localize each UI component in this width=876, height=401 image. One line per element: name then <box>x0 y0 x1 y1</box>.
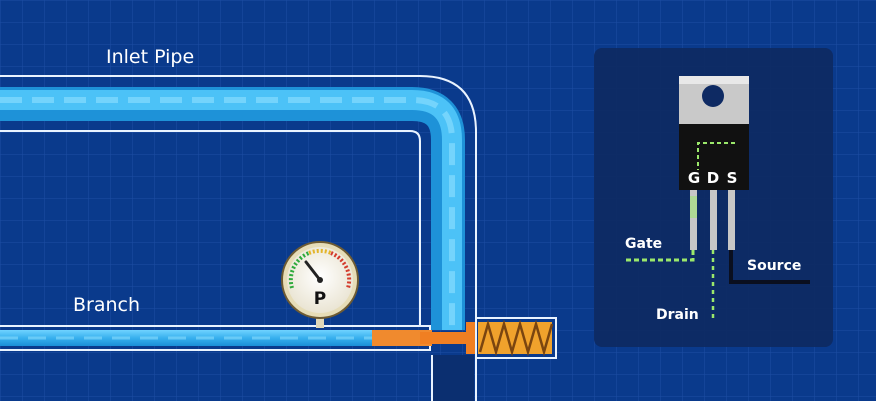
mosfet-body <box>679 124 749 190</box>
valve-plate <box>466 322 476 354</box>
branch-label: Branch <box>73 294 140 316</box>
pin-letter-d: D <box>707 169 719 187</box>
gate-internal-trace <box>697 142 735 170</box>
gauge-scale-green <box>288 251 310 289</box>
transistor-panel: G D S Gate Drain Source <box>594 48 833 347</box>
pipe-system: P Inlet Pipe Branch <box>0 46 557 401</box>
inlet-pipe-outer-wall <box>0 75 477 401</box>
gauge-stem <box>316 314 324 328</box>
drain-label: Drain <box>656 307 699 323</box>
gauge-needle-hub <box>317 277 323 283</box>
mosfet-mount-hole <box>702 85 724 107</box>
inlet-pipe-water-highlight <box>0 90 462 330</box>
gauge-scale-mid <box>308 248 332 255</box>
gate-label: Gate <box>625 236 662 252</box>
gate-wire <box>625 250 695 262</box>
source-wire <box>729 250 810 284</box>
source-label: Source <box>747 258 801 274</box>
gauge-scale-red <box>330 251 352 289</box>
branch-pipe-valve-section <box>372 330 432 346</box>
pin-letter-s: S <box>727 169 738 187</box>
gate-lead <box>690 190 697 250</box>
inlet-pipe-label: Inlet Pipe <box>106 46 194 68</box>
drain-leg-empty <box>432 355 474 401</box>
drain-lead <box>710 190 717 250</box>
valve-spring <box>475 317 557 359</box>
gate-lead-glow <box>690 196 697 218</box>
gauge-needle <box>304 260 322 282</box>
inlet-pipe-inner-wall <box>0 130 421 325</box>
pressure-gauge: P <box>281 241 359 328</box>
gauge-label: P <box>314 289 326 309</box>
pin-letter-g: G <box>688 169 700 187</box>
source-lead <box>728 190 735 250</box>
mosfet-component: G D S <box>679 76 749 250</box>
valve-plunger <box>420 332 472 344</box>
